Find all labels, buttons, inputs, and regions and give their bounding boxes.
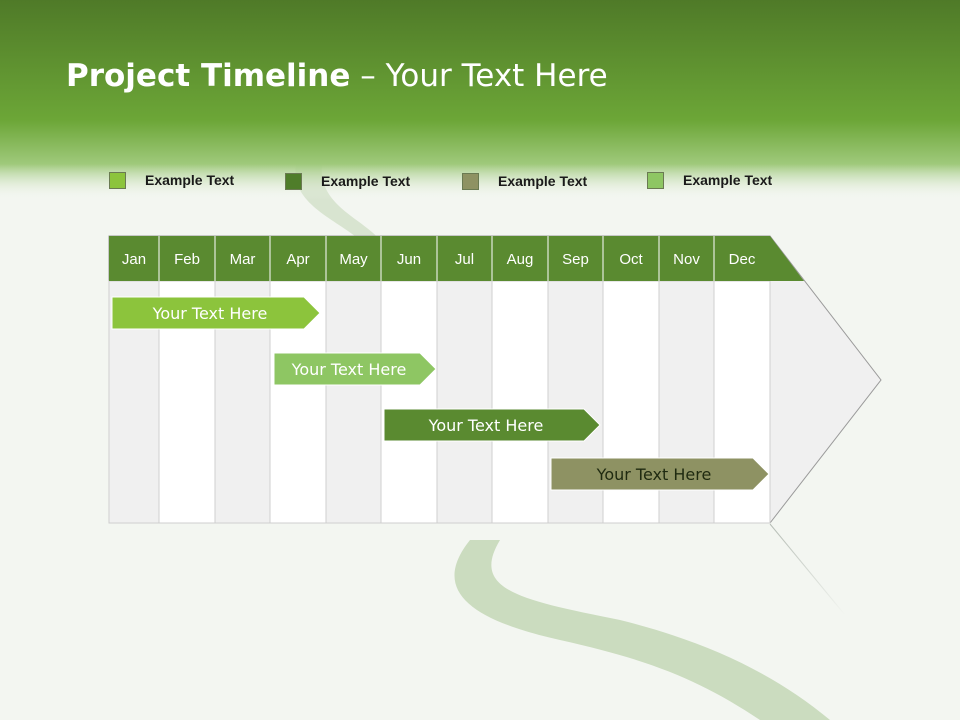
month-label-jan: Jan [122, 251, 146, 268]
month-label-sep: Sep [562, 251, 589, 268]
legend-label-3: Example Text [498, 173, 588, 189]
month-label-mar: Mar [230, 251, 256, 268]
legend-swatch-1 [109, 172, 126, 189]
task-bar-4: Your Text Here [550, 457, 770, 491]
task-bar-shape-1 [111, 296, 321, 330]
month-column-aug [491, 280, 549, 524]
month-header-bar [109, 236, 804, 281]
month-label-oct: Oct [619, 251, 643, 268]
legend-label-2: Example Text [321, 173, 411, 189]
month-label-may: May [339, 251, 368, 268]
month-column-jul [436, 280, 493, 524]
task-bar-shape-2 [273, 352, 437, 386]
legend-swatch-4 [647, 172, 664, 189]
legend-label-1: Example Text [145, 172, 235, 188]
task-bar-label-1: Your Text Here [152, 304, 268, 323]
month-label-dec: Dec [729, 251, 756, 268]
legend-swatch-3 [462, 173, 479, 190]
task-bar-label-3: Your Text Here [428, 416, 544, 435]
task-bar-1: Your Text Here [111, 296, 321, 330]
month-column-jun [380, 280, 438, 524]
title-bold-part: Project Timeline [66, 58, 351, 94]
task-bar-label-2: Your Text Here [291, 360, 407, 379]
month-label-feb: Feb [174, 251, 200, 268]
month-label-jul: Jul [455, 251, 474, 268]
month-label-apr: Apr [286, 251, 309, 268]
page-title: Project Timeline – Your Text Here [66, 58, 608, 94]
title-subtitle-part: – Your Text Here [350, 58, 608, 94]
task-bar-shape-4 [550, 457, 770, 491]
task-bar-2: Your Text Here [273, 352, 437, 386]
task-bar-shape-3 [383, 408, 601, 442]
legend-swatch-2 [285, 173, 302, 190]
task-bar-label-4: Your Text Here [596, 465, 712, 484]
month-column-may [325, 280, 382, 524]
task-bar-3: Your Text Here [383, 408, 601, 442]
month-label-jun: Jun [397, 251, 421, 268]
legend-label-4: Example Text [683, 172, 773, 188]
reflection-diagonal [769, 523, 846, 616]
month-label-nov: Nov [673, 251, 700, 268]
month-label-aug: Aug [507, 251, 534, 268]
